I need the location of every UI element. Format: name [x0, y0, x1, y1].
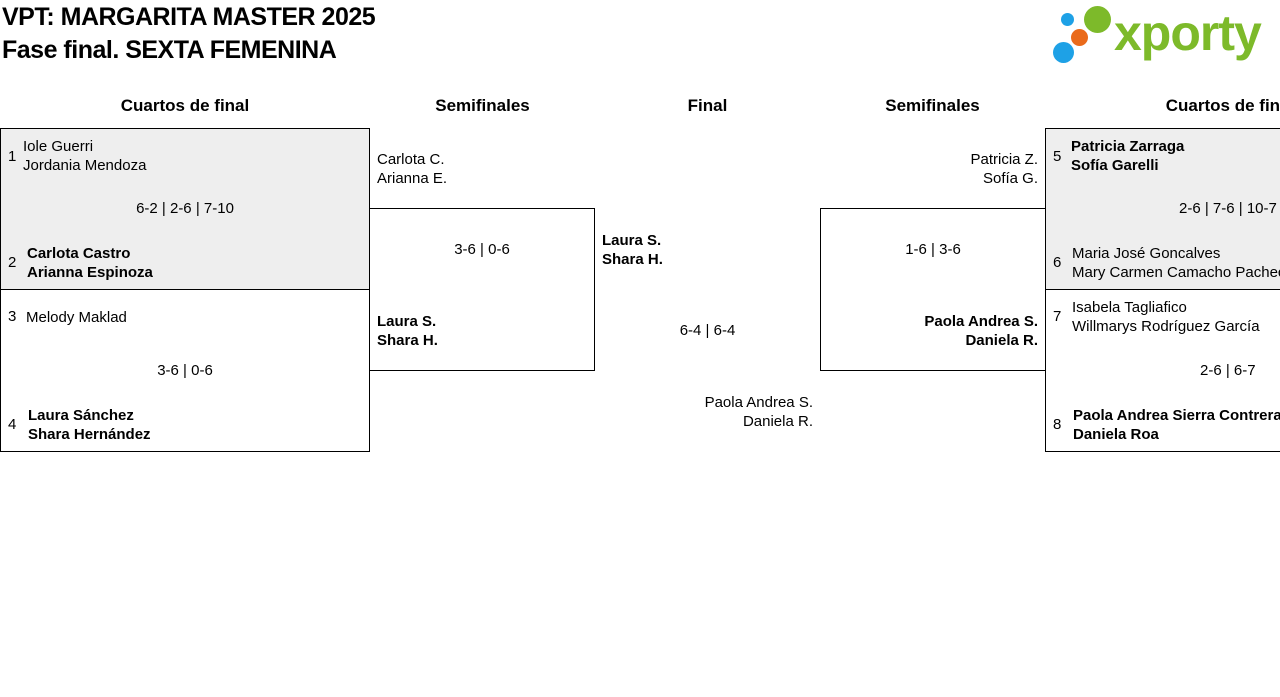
player-name-winner: Daniela Roa — [1073, 426, 1159, 443]
player-name: Arianna E. — [377, 170, 448, 187]
seed-number: 3 — [8, 308, 17, 325]
finalist-winner: Laura S. — [602, 232, 662, 249]
match-right-qf-2[interactable]: 7 Isabela Tagliafico Willmarys Rodríguez… — [1045, 289, 1280, 452]
player-name-winner: Carlota Castro — [27, 245, 131, 262]
logo-wordmark: xporty — [1114, 5, 1262, 61]
seed-number: 7 — [1053, 308, 1062, 325]
player-name: Carlota C. — [377, 151, 445, 168]
player-name: Patricia Z. — [970, 151, 1038, 168]
player-name-winner: Patricia Zarraga — [1071, 138, 1185, 155]
round-header-left-sf: Semifinales — [435, 96, 530, 115]
round-header-right-sf: Semifinales — [885, 96, 980, 115]
player-name: Iole Guerri — [23, 138, 94, 155]
xporty-logo: xporty — [1050, 4, 1278, 68]
finalist-winner: Shara H. — [602, 251, 663, 268]
player-name-winner: Laura Sánchez — [28, 407, 134, 424]
player-name: Melody Maklad — [26, 309, 127, 326]
seed-number: 2 — [8, 254, 17, 271]
player-name-winner: Sofía Garelli — [1071, 157, 1159, 174]
match-left-qf-1[interactable]: 1 Iole Guerri Jordania Mendoza 6-2 | 2-6… — [0, 128, 370, 290]
player-name-winner: Paola Andrea Sierra Contreras — [1073, 407, 1280, 424]
logo-dot-blue-small — [1061, 13, 1074, 26]
logo-dot-orange — [1071, 29, 1088, 46]
player-name-winner: Daniela R. — [965, 332, 1038, 349]
seed-number: 6 — [1053, 254, 1062, 271]
player-name: Isabela Tagliafico — [1072, 299, 1187, 316]
seed-number: 4 — [8, 416, 17, 433]
page-subtitle: Fase final. SEXTA FEMENINA — [2, 36, 337, 64]
player-name-winner: Arianna Espinoza — [27, 264, 153, 281]
round-header-right-qf: Cuartos de final — [1165, 96, 1280, 115]
seed-number: 1 — [8, 148, 17, 165]
page-title: VPT: MARGARITA MASTER 2025 — [2, 3, 376, 31]
match-score: 6-2 | 2-6 | 7-10 — [136, 200, 234, 217]
match-score: 1-6 | 3-6 — [905, 241, 961, 258]
player-name: Willmarys Rodríguez García — [1072, 318, 1260, 335]
player-name: Jordania Mendoza — [23, 157, 147, 174]
round-header-left-qf: Cuartos de final — [120, 96, 250, 115]
match-score: 3-6 | 0-6 — [454, 241, 510, 258]
seed-number: 8 — [1053, 416, 1062, 433]
match-left-qf-2[interactable]: 3 Melody Maklad 3-6 | 0-6 4 Laura Sánche… — [0, 289, 370, 452]
finalist: Paola Andrea S. — [704, 394, 813, 411]
player-name-winner: Laura S. — [377, 313, 437, 330]
player-name-winner: Paola Andrea S. — [924, 313, 1038, 330]
match-score: 3-6 | 0-6 — [157, 362, 213, 379]
match-score: 2-6 | 6-7 — [1200, 362, 1256, 379]
logo-dot-green — [1084, 6, 1111, 33]
match-left-sf[interactable]: 3-6 | 0-6 Laura S. Shara H. — [369, 208, 595, 371]
match-right-sf[interactable]: 1-6 | 3-6 Paola Andrea S. Daniela R. — [820, 208, 1046, 371]
player-name-winner: Shara H. — [377, 332, 438, 349]
match-score: 2-6 | 7-6 | 10-7 — [1179, 200, 1277, 217]
player-name: Mary Carmen Camacho Pacheco — [1072, 264, 1280, 281]
finalist: Daniela R. — [742, 413, 813, 430]
match-right-qf-1[interactable]: 5 Patricia Zarraga Sofía Garelli 2-6 | 7… — [1045, 128, 1280, 290]
logo-dot-blue-large — [1053, 42, 1074, 63]
player-name-winner: Shara Hernández — [28, 426, 151, 443]
final-score: 6-4 | 6-4 — [679, 322, 736, 339]
player-name: Sofía G. — [982, 170, 1038, 187]
seed-number: 5 — [1053, 148, 1062, 165]
round-header-final: Final — [687, 96, 728, 115]
player-name: Maria José Goncalves — [1072, 245, 1221, 262]
